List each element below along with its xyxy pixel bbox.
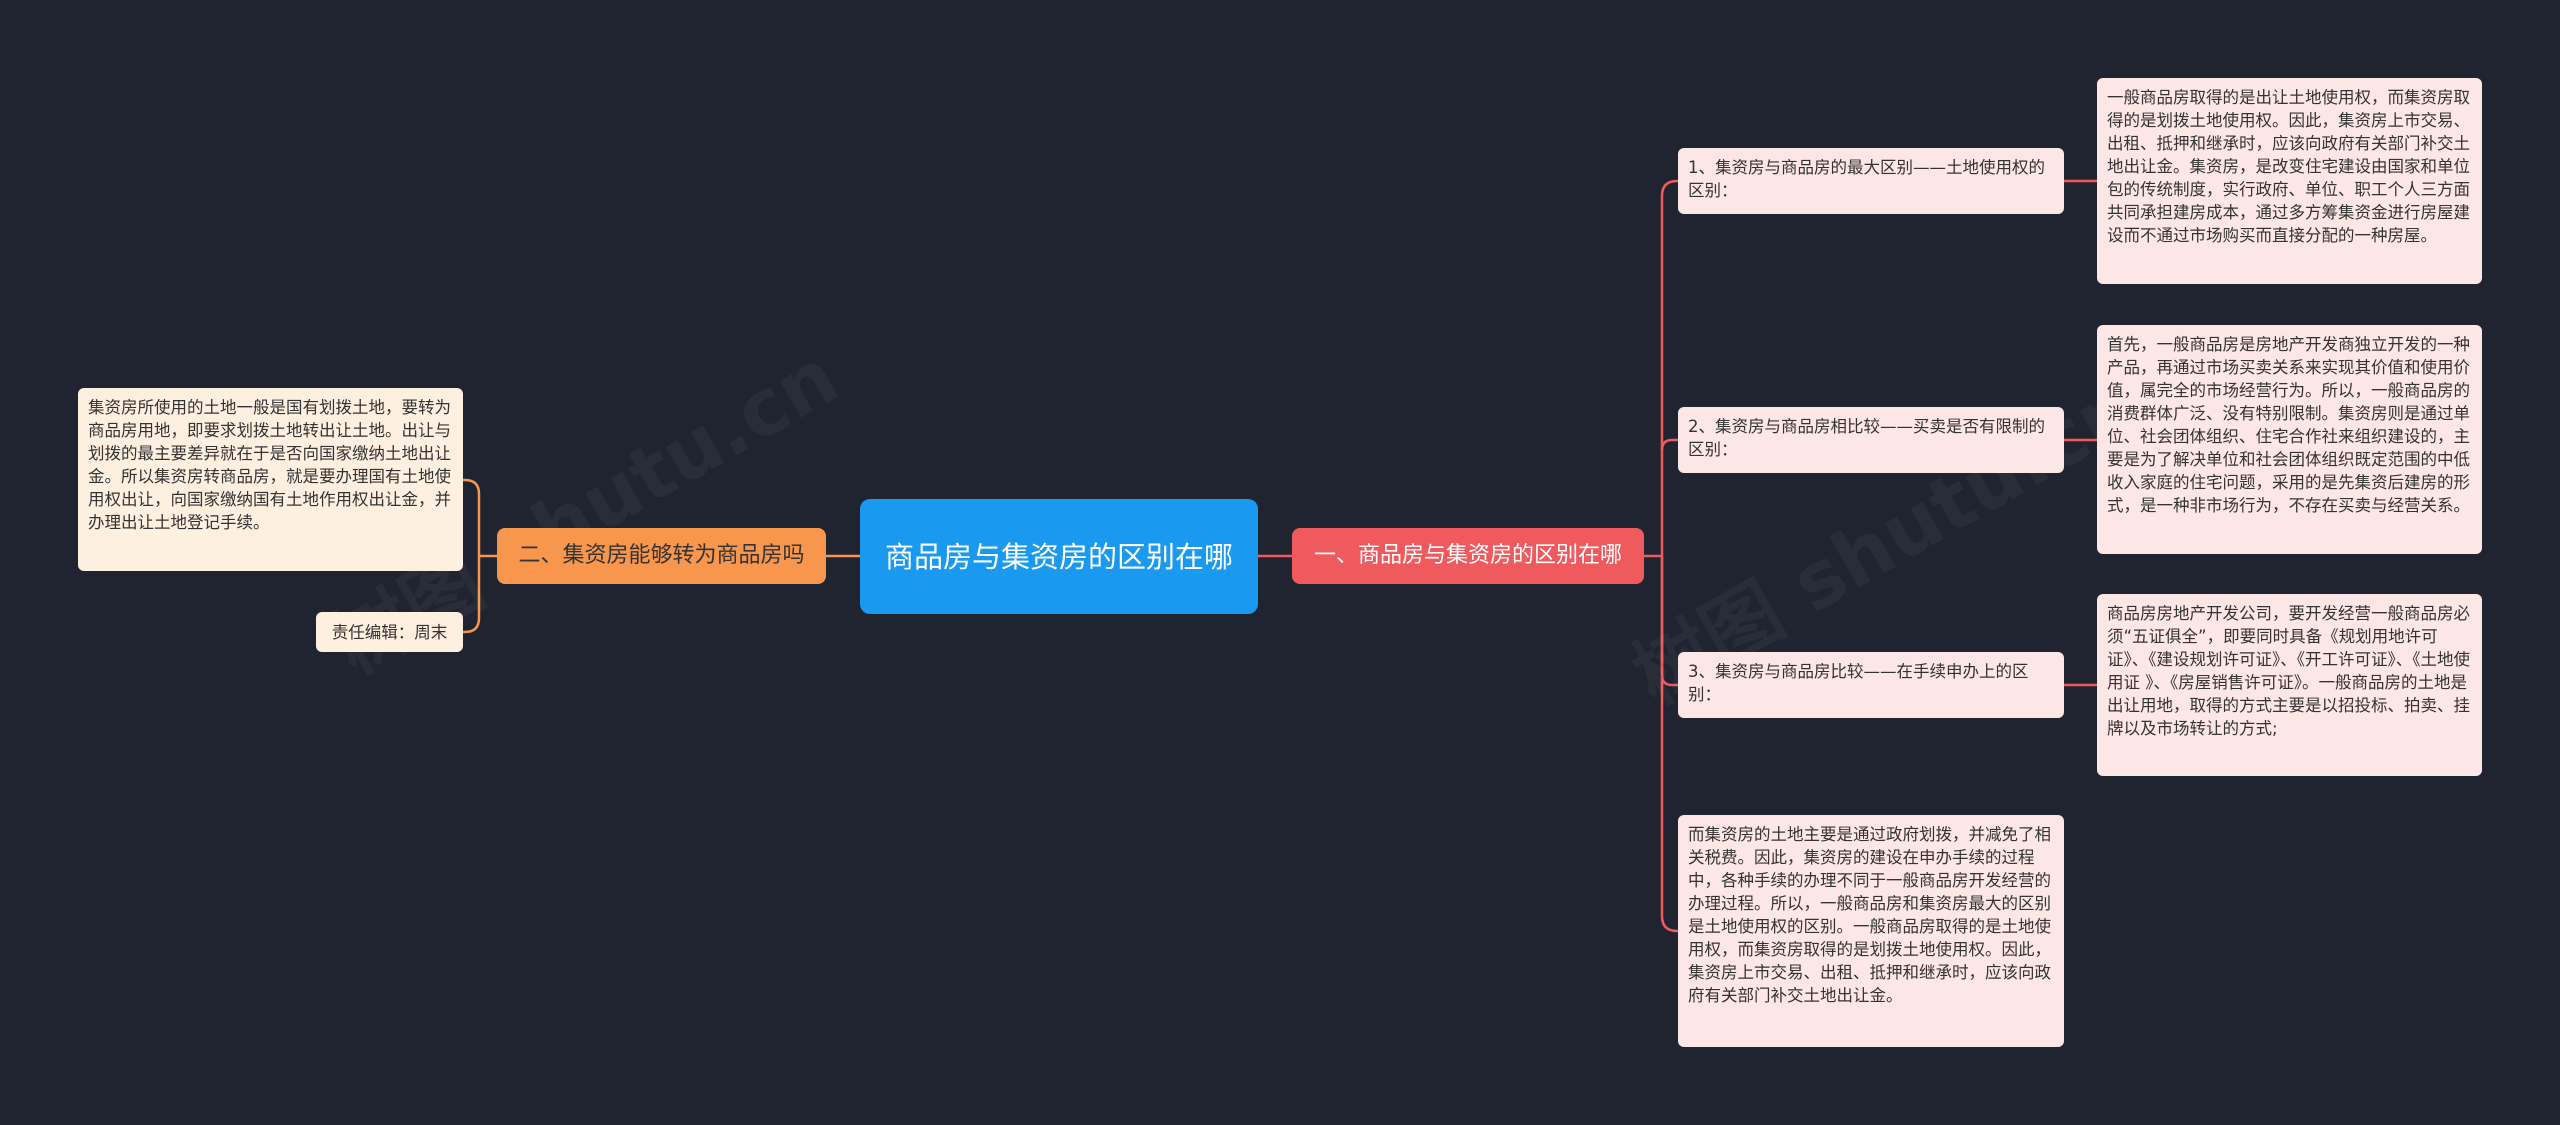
branch-node-left[interactable]: 二、集资房能够转为商品房吗 [497,528,826,584]
connector-right-s1 [1660,179,1678,556]
detail-text: 首先，一般商品房是房地产开发商独立开发的一种产品，再通过市场买卖关系来实现其价值… [2107,335,2470,515]
connector-right-s2 [1660,438,1678,451]
subtopic-label: 3、集资房与商品房比较——在手续申办上的区别： [1688,662,2029,704]
branch-label: 一、商品房与集资房的区别在哪 [1313,543,1622,568]
subtopic-node-3[interactable]: 3、集资房与商品房比较——在手续申办上的区别： [1678,652,2064,718]
connector-left-ll1 [463,478,481,556]
subtopic-node-2[interactable]: 2、集资房与商品房相比较——买卖是否有限制的区别： [1678,407,2064,473]
detail-node-2[interactable]: 首先，一般商品房是房地产开发商独立开发的一种产品，再通过市场买卖关系来实现其价值… [2097,325,2482,554]
detail-node-3[interactable]: 商品房房地产开发公司，要开发经营一般商品房必须“五证俱全”，即要同时具备《规划用… [2097,594,2482,776]
connector-left-ll2 [463,556,481,634]
root-node[interactable]: 商品房与集资房的区别在哪 [860,499,1258,614]
connector-right-s4 [1660,556,1678,933]
editor-credit: 责任编辑：周末 [331,622,448,642]
detail-text: 集资房所使用的土地一般是国有划拨土地，要转为商品房用地，即要求划拨土地转出让土地… [88,398,451,532]
detail-node-1[interactable]: 一般商品房取得的是出让土地使用权，而集资房取得的是划拨土地使用权。因此，集资房上… [2097,78,2482,284]
subtopic-label: 2、集资房与商品房相比较——买卖是否有限制的区别： [1688,417,2045,459]
detail-text: 商品房房地产开发公司，要开发经营一般商品房必须“五证俱全”，即要同时具备《规划用… [2107,604,2470,738]
connector-right-s3 [1660,556,1678,687]
subtopic-label: 1、集资房与商品房的最大区别——土地使用权的区别： [1688,158,2045,200]
detail-text: 一般商品房取得的是出让土地使用权，而集资房取得的是划拨土地使用权。因此，集资房上… [2107,88,2470,245]
subtopic-label: 而集资房的土地主要是通过政府划拨，并减免了相关税费。因此，集资房的建设在申办手续… [1688,825,2051,1005]
branch-node-right[interactable]: 一、商品房与集资房的区别在哪 [1292,528,1644,584]
root-title: 商品房与集资房的区别在哪 [884,539,1233,574]
subtopic-node-4[interactable]: 而集资房的土地主要是通过政府划拨，并减免了相关税费。因此，集资房的建设在申办手续… [1678,815,2064,1047]
subtopic-node-1[interactable]: 1、集资房与商品房的最大区别——土地使用权的区别： [1678,148,2064,214]
branch-label: 二、集资房能够转为商品房吗 [518,543,805,568]
left-detail-node[interactable]: 集资房所使用的土地一般是国有划拨土地，要转为商品房用地，即要求划拨土地转出让土地… [78,388,463,571]
editor-credit-node[interactable]: 责任编辑：周末 [316,612,463,652]
